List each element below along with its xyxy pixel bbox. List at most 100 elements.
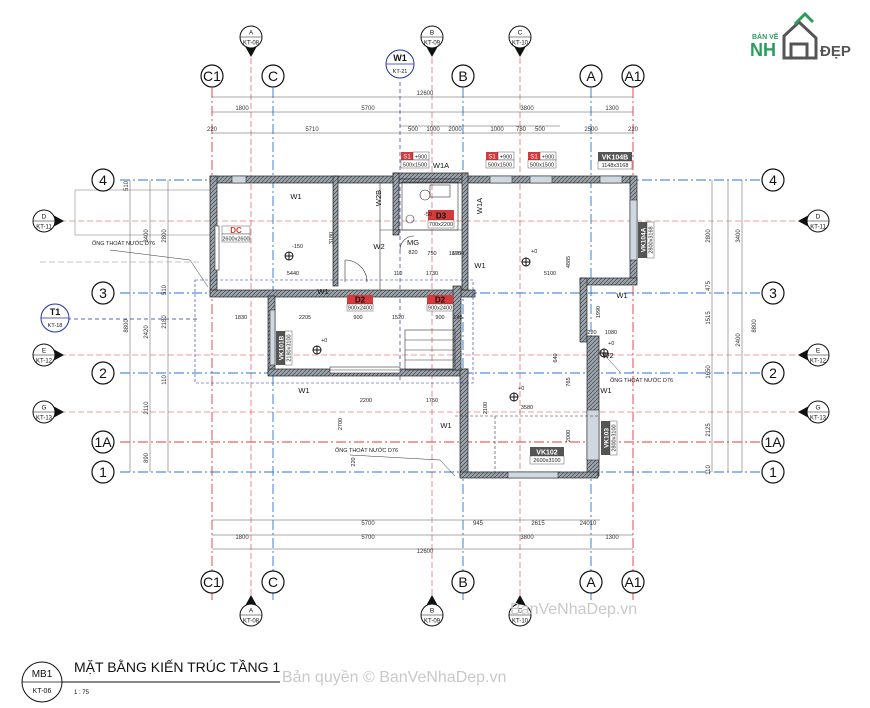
logo-main-right: ĐẸP xyxy=(820,43,851,60)
section-bottom-marker: AKT-08 xyxy=(239,595,263,627)
section-ref: KT-13 xyxy=(36,416,53,422)
section-ref: KT-09 xyxy=(424,619,441,625)
inner-dim: 220 xyxy=(587,330,596,336)
section-ref: KT-08 xyxy=(243,41,260,47)
inner-dim: 1730 xyxy=(426,271,438,277)
inner-dimensions: 3180 5440 110 1730 750 1600 5100 4885 18… xyxy=(235,232,617,467)
dim-bot-total: 12600 xyxy=(417,549,434,555)
axis-label: 4 xyxy=(769,172,777,188)
axis-circle xyxy=(91,430,115,454)
section-ref: KT-10 xyxy=(512,619,529,625)
dim-bot-r2-3: 3800 xyxy=(520,535,534,541)
axis-circle xyxy=(91,281,115,305)
logo-main-left: NH xyxy=(750,40,776,60)
wall-label: MG xyxy=(407,238,419,247)
axis-circle xyxy=(261,64,285,88)
inner-dim: 750 xyxy=(427,251,436,257)
axis-label: 3 xyxy=(769,285,777,301)
level-text: +0 xyxy=(531,249,537,255)
door-size: 2600x2600 xyxy=(222,237,249,243)
axis-bubble: 4 xyxy=(761,168,785,192)
section-top-marker: C KT-10 xyxy=(508,25,532,57)
dim-right-4: 1515 xyxy=(706,311,712,325)
door-tags: DC 2600x2600 D3 700x2200 D2 900x2400 D2 … xyxy=(221,210,455,312)
axis-label: A1 xyxy=(624,574,641,590)
top-dimensions: 12600 1800 5700 3800 1300 220 5710 2000 … xyxy=(207,91,639,133)
axis-bubble: C xyxy=(261,64,285,88)
dim-left-3: 2800 xyxy=(162,229,168,243)
level-text: +0 xyxy=(518,386,524,392)
section-markers-bottom: AKT-08 B KT-09 C KT-10 xyxy=(239,595,532,627)
section-ref: KT-13 xyxy=(810,416,827,422)
dim-top-r3-3: 780 xyxy=(516,127,527,133)
axis-label: B xyxy=(458,574,467,590)
inner-dim: 4885 xyxy=(566,256,572,268)
vk-size: 2800x3100 xyxy=(612,424,618,451)
axis-circle xyxy=(200,570,224,594)
dim-left-5: 2180 xyxy=(162,315,168,329)
door-code: D2 xyxy=(355,296,366,305)
section-letter: C xyxy=(518,608,523,615)
axis-bubble: 2 xyxy=(91,361,115,385)
axis-bubble: A xyxy=(579,570,603,594)
wall-label: W1 xyxy=(440,421,451,430)
section-letter: C xyxy=(518,30,523,37)
dim-bot-r1-2: 945 xyxy=(473,521,484,527)
vk-tag-104a: VK104A 2800x3168 xyxy=(638,221,655,259)
dim-top-r2-3: 2000 xyxy=(448,127,462,133)
vk-code: VK102 xyxy=(536,450,558,457)
inner-dim: 1830 xyxy=(235,315,247,321)
section-left-marker: EKT-12 xyxy=(32,343,64,367)
wall-label: W1 xyxy=(474,261,485,270)
wall-label: W1 xyxy=(290,192,301,201)
level-text: +0 xyxy=(321,338,327,344)
vk-tag-102: VK102 2600x3100 xyxy=(529,447,565,465)
wall-labels: W1 W1 W1 W1 W1 W1 W1 W2 W2 W2B W1A W1A M… xyxy=(290,161,627,430)
window-level: +900 xyxy=(542,155,554,161)
left-dimensions: 510 3400 2800 510 2180 2420 8800 110 211… xyxy=(124,180,168,463)
dim-top-4: 1300 xyxy=(605,106,619,112)
window-tag: S1 +900 500x1500 xyxy=(485,151,515,169)
dim-top-r2-2: 5710 xyxy=(305,127,319,133)
axis-label: C xyxy=(268,68,278,84)
inner-dim: 1750 xyxy=(452,251,464,257)
axis-bubble: B xyxy=(451,64,475,88)
section-letter: B xyxy=(430,608,434,615)
axis-label: A xyxy=(586,68,596,84)
wall-label: W1A xyxy=(475,198,484,214)
vk-size: 2180x3100 xyxy=(287,334,293,361)
dim-right-9: 110 xyxy=(706,465,712,475)
inner-dim: 1080 xyxy=(605,330,617,336)
section-letter: E xyxy=(42,348,47,355)
section-letter: G xyxy=(41,405,46,412)
axis-circle xyxy=(91,361,115,385)
wall-label: W1 xyxy=(616,291,627,300)
dim-left-1: 510 xyxy=(124,180,130,191)
dim-top-r2-1: 220 xyxy=(207,127,218,133)
section-right-marker: GKT-13 xyxy=(798,400,830,424)
inner-dim: 900 xyxy=(353,315,362,321)
wall-label: W1A xyxy=(433,161,449,170)
dim-top-r3-1: 500 xyxy=(408,127,419,133)
dim-right-2: 2800 xyxy=(706,229,712,243)
section-ref: KT-10 xyxy=(512,41,529,47)
wall-tag-w1: W1 KT-21 xyxy=(385,49,415,79)
axis-circle xyxy=(261,570,285,594)
dim-top-r3-5: 1000 xyxy=(426,127,440,133)
axis-bubble: A1 xyxy=(621,570,645,594)
inner-dim: 145 xyxy=(453,315,462,321)
axis-label: 1 xyxy=(769,464,777,480)
axis-circle xyxy=(621,570,645,594)
inner-dim: 2200 xyxy=(360,398,372,404)
window-code: S1 xyxy=(488,155,496,161)
tag-t1-letter: T1 xyxy=(50,307,61,317)
vk-code: VK101B xyxy=(279,335,286,360)
tag-t1-ref: KT-18 xyxy=(48,323,63,329)
window-tags: S1 +900 500x1500 S1 +900 500x1500 S1 +90… xyxy=(400,151,557,169)
door-tag-d2a: D2 900x2400 xyxy=(346,295,374,312)
level-text: -150 xyxy=(292,244,303,250)
vk-size: 2600x3100 xyxy=(533,458,560,464)
title-scale: 1 : 75 xyxy=(74,690,90,696)
vk-tag-104b: VK104B 1148x3168 xyxy=(597,152,633,170)
dim-right-1: 3400 xyxy=(736,229,742,243)
